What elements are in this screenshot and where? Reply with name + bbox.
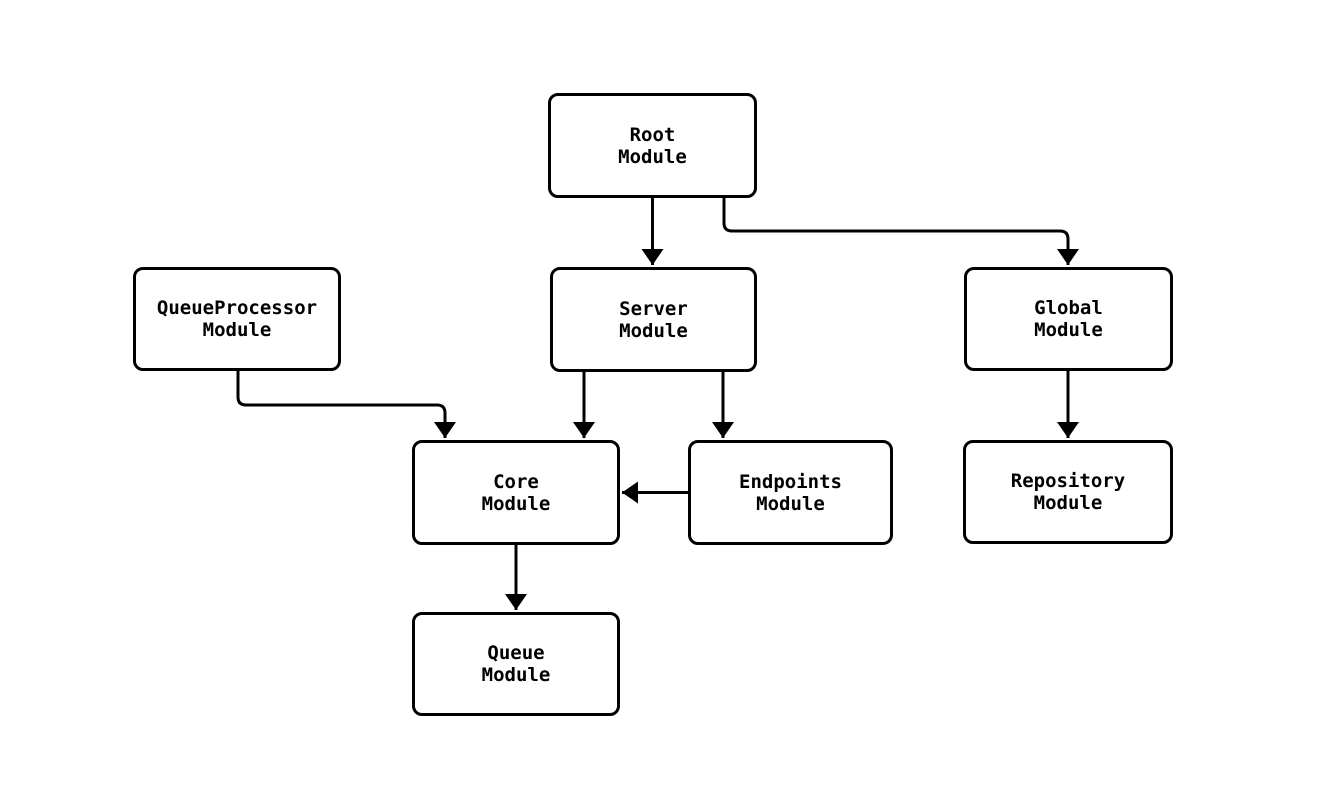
node-global-module: Global Module — [964, 267, 1173, 371]
edge-root-to-global — [722, 198, 1079, 265]
edge-queueprocessor-to-core — [236, 371, 456, 438]
node-queue-module: Queue Module — [412, 612, 620, 716]
node-core-module: Core Module — [412, 440, 620, 545]
node-repository-module: Repository Module — [963, 440, 1173, 544]
node-endpoints-module: Endpoints Module — [688, 440, 893, 545]
node-server-module: Server Module — [550, 267, 757, 372]
node-root-module: Root Module — [548, 93, 757, 198]
node-queueprocessor-module: QueueProcessor Module — [133, 267, 341, 371]
